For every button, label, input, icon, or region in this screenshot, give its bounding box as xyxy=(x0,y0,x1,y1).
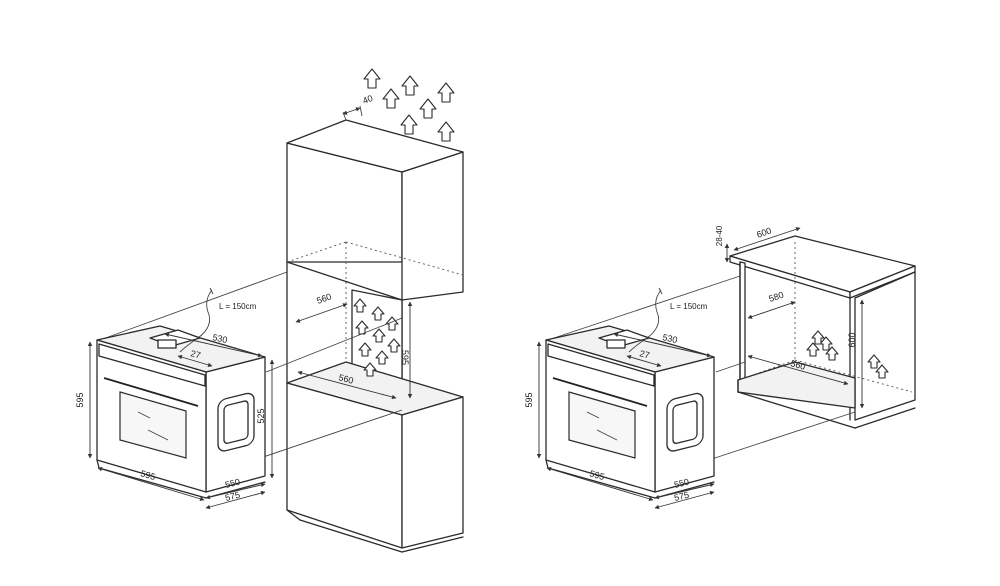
dim-label-niche-width-bottom: 560 xyxy=(789,358,806,372)
oven-control-panel xyxy=(547,343,655,387)
dim-label-top-gap: 28-40 xyxy=(715,225,724,246)
dim-label-cabinet-depth: 600 xyxy=(755,225,773,240)
dim-label-top-gap: 40 xyxy=(361,93,374,106)
dim-label-oven-height: 595 xyxy=(524,392,534,407)
dim-label-niche-width-top: 560 xyxy=(315,291,333,306)
dim-label-niche-width-bottom: 560 xyxy=(337,372,354,386)
right-oven xyxy=(545,325,715,499)
dim-label-niche-height: 595 xyxy=(400,350,410,365)
right-cabinet-dimensions: 600 28-40 580 560 600 xyxy=(715,225,865,409)
dim-niche-width-top: 560 xyxy=(295,291,348,323)
dim-label-side-height: 525 xyxy=(256,408,266,423)
dim-label-depth-body: 550 xyxy=(224,477,241,490)
dim-label-depth-inner: 27 xyxy=(638,348,650,360)
dim-label-depth-inner: 27 xyxy=(189,348,201,360)
right-cabinet xyxy=(729,235,916,429)
right-oven-dimensions: 530 27 595 595 550 575 xyxy=(524,332,715,510)
cabinet-upper-side xyxy=(401,151,464,301)
dim-label-depth-total: 575 xyxy=(224,490,241,503)
dim-label-niche-height: 600 xyxy=(847,332,857,347)
dim-label-depth-total: 575 xyxy=(673,490,690,503)
dim-label-niche-width-top: 580 xyxy=(768,290,785,304)
dim-label-depth-body: 550 xyxy=(673,477,690,490)
dim-label-oven-width: 595 xyxy=(139,468,156,482)
dim-label-oven-width: 595 xyxy=(588,468,605,482)
left-oven xyxy=(96,325,266,499)
dim-label-oven-height: 595 xyxy=(75,392,85,407)
cabinet-top xyxy=(286,119,464,173)
cabinet-lower-side xyxy=(401,396,464,549)
cabinet-side-panel xyxy=(854,271,916,421)
oven-window xyxy=(568,391,636,459)
right-cable-label: L = 150cm xyxy=(670,302,708,311)
dim-label-depth-top: 530 xyxy=(662,332,679,345)
oven-control-panel xyxy=(98,343,206,387)
dim-label-depth-top: 530 xyxy=(212,332,229,345)
dim-niche-width-bottom: 560 xyxy=(297,370,397,400)
oven-window xyxy=(119,391,187,459)
dim-top-gap: 40 xyxy=(342,93,374,121)
left-oven-dimensions: 530 27 595 595 525 550 575 xyxy=(75,332,275,510)
left-cable-label: L = 150cm xyxy=(219,302,257,311)
dim-niche-height: 595 xyxy=(400,301,413,399)
